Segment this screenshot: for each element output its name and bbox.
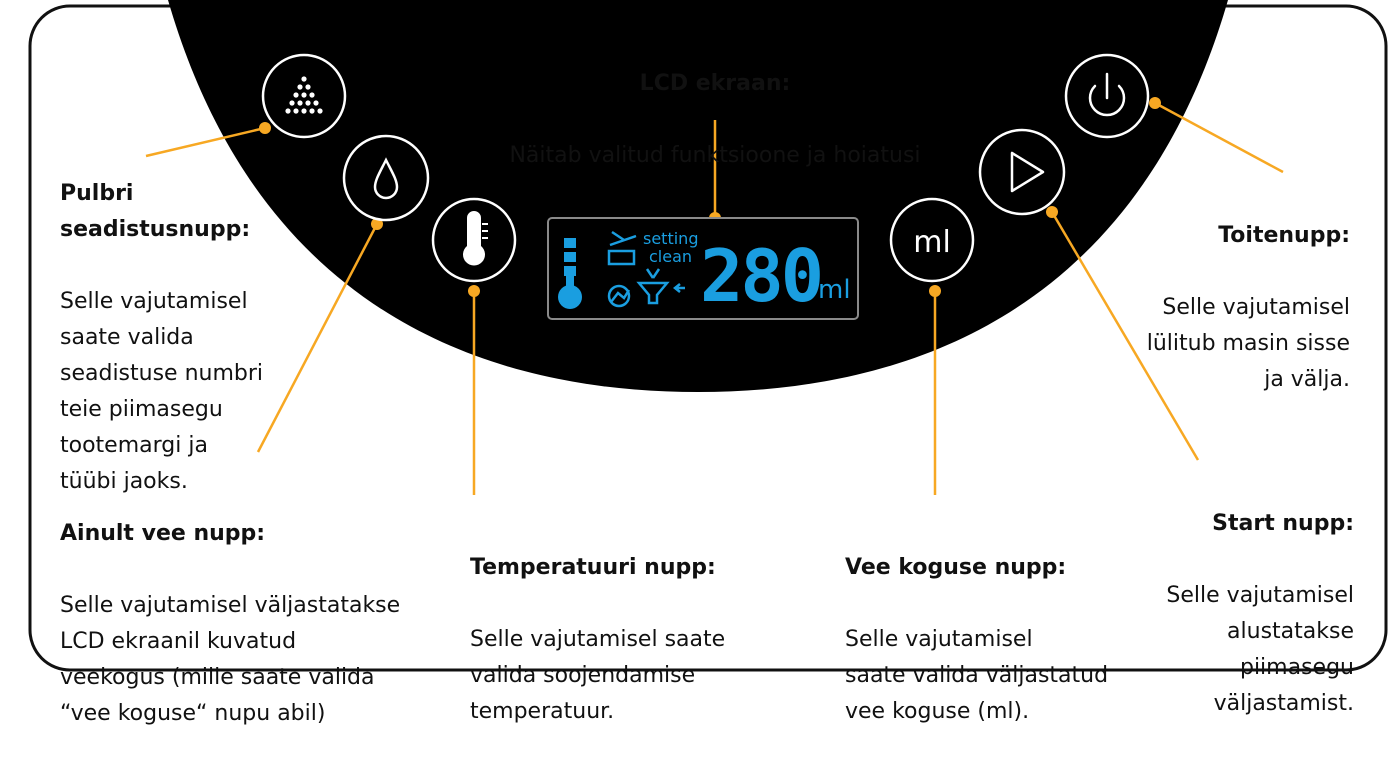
temperature-callout-desc: Selle vajutamisel saate valida soojendam… [470, 627, 726, 724]
lcd-callout: LCD ekraan: Näitab valitud funktsioone j… [470, 30, 960, 210]
water-only-callout-desc: Selle vajutamisel väljastatakse LCD ekra… [60, 593, 401, 726]
water-only-button[interactable] [342, 134, 430, 222]
thermometer-icon [463, 211, 488, 266]
lcd-funnel-icon [636, 268, 685, 305]
leader-power [1154, 101, 1284, 174]
dot-temperature [468, 285, 480, 297]
water-volume-button[interactable]: ml [889, 197, 975, 283]
dot-power [1149, 97, 1161, 109]
lcd-volume-value: 280 [700, 234, 821, 318]
lcd-callout-desc: Näitab valitud funktsioone ja hoiatusi [509, 143, 921, 168]
power-callout-desc: Selle vajutamisel lülitub masin sisse ja… [1146, 295, 1350, 392]
powder-callout-title: Pulbri seadistusnupp: [60, 181, 251, 242]
powder-setting-button[interactable] [261, 53, 347, 139]
ml-icon: ml [913, 225, 951, 260]
leader-powder [145, 126, 266, 158]
water-only-callout: Ainult vee nupp: Selle vajutamisel välja… [60, 480, 460, 768]
start-callout-desc: Selle vajutamisel alustatakse piimasegu … [1166, 583, 1354, 716]
lcd-setting-label: setting [643, 229, 698, 248]
water-drop-icon [373, 157, 399, 200]
lcd-clean-label: clean [649, 247, 692, 266]
start-button[interactable] [978, 128, 1066, 216]
powder-callout: Pulbri seadistusnupp: Selle vajutamisel … [60, 140, 290, 536]
power-icon [1088, 72, 1126, 117]
leader-lines [145, 101, 1284, 495]
water-only-callout-title: Ainult vee nupp: [60, 521, 266, 546]
control-panel-arc [168, 0, 1228, 392]
volume-callout-desc: Selle vajutamisel saate valida väljastat… [845, 627, 1109, 724]
temperature-callout: Temperatuuri nupp: Selle vajutamisel saa… [470, 514, 790, 766]
dot-water [371, 218, 383, 230]
control-panel-diagram: setting clean 280 ml ml [28, 0, 1388, 672]
start-callout: Start nupp: Selle vajutamisel alustataks… [1120, 470, 1354, 758]
lcd-callout-title: LCD ekraan: [639, 71, 791, 96]
play-icon [1010, 151, 1045, 193]
dot-volume [929, 285, 941, 297]
start-callout-title: Start nupp: [1212, 511, 1354, 536]
lcd-unit: ml [818, 275, 851, 305]
lcd-setting-icon [607, 230, 637, 266]
powder-callout-desc: Selle vajutamisel saate valida seadistus… [60, 289, 264, 494]
dot-powder [259, 122, 271, 134]
lcd-screen: setting clean 280 ml [547, 217, 859, 320]
temperature-callout-title: Temperatuuri nupp: [470, 555, 716, 580]
volume-callout: Vee koguse nupp: Selle vajutamisel saate… [845, 514, 1165, 766]
temperature-button[interactable] [431, 197, 517, 283]
power-callout-title: Toitenupp: [1218, 223, 1350, 248]
leader-water [256, 223, 379, 453]
dot-start [1046, 206, 1058, 218]
power-button[interactable] [1064, 53, 1150, 139]
powder-pyramid-icon [285, 76, 323, 114]
lcd-thermometer-icon [558, 238, 582, 309]
leader-start [1050, 211, 1200, 461]
lcd-clean-icon [607, 284, 631, 308]
power-callout: Toitenupp: Selle vajutamisel lülitub mas… [1110, 182, 1350, 434]
volume-callout-title: Vee koguse nupp: [845, 555, 1067, 580]
